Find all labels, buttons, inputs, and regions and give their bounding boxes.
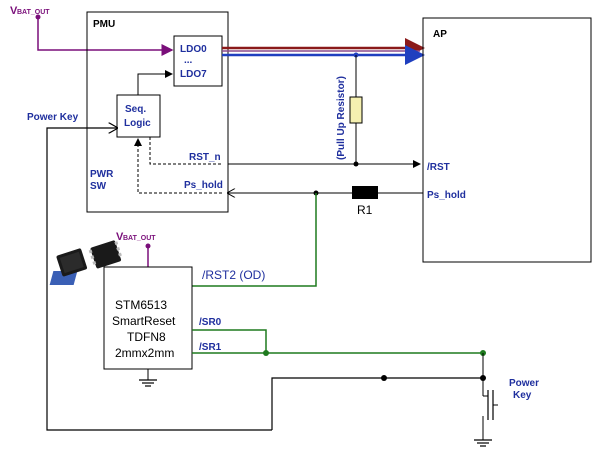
rst-ap-label: /RST	[427, 162, 450, 173]
power-key-right-label-2: Key	[513, 390, 532, 401]
seq-to-ldo-arrow	[137, 70, 173, 95]
ap-label: AP	[433, 29, 447, 40]
ap-block	[422, 17, 592, 263]
ldo-block	[173, 35, 223, 87]
ground-icon	[474, 430, 492, 447]
sr0-wire	[192, 329, 267, 353]
rst-n-label: RST_n	[189, 152, 221, 163]
vbat-wire	[35, 14, 174, 56]
ps-hold-label: Ps_hold	[184, 180, 223, 191]
vbat-top-main: V	[10, 5, 18, 17]
ldo7-label: LDO7	[180, 69, 207, 80]
chip-line4: 2mmx2mm	[115, 346, 174, 360]
chip-line2: SmartReset	[112, 314, 176, 328]
r1-resistor	[352, 186, 378, 199]
sr-junction-dot	[263, 350, 269, 356]
power-key-loop-wire	[46, 128, 272, 431]
vbat-mid-main: V	[116, 231, 124, 243]
power-key-left-label: Power Key	[27, 112, 79, 123]
chip-line3: TDFN8	[127, 330, 166, 344]
ground-icon	[139, 369, 157, 387]
sr0-label: /SR0	[199, 317, 222, 328]
power-key-right-label-1: Power	[509, 378, 539, 389]
st-logo-icon: ST	[49, 271, 148, 285]
seq-logic-block	[116, 94, 161, 138]
svg-text:ST: ST	[133, 273, 148, 285]
pull-up-label: (Pull Up Resistor)	[336, 76, 347, 160]
sr1-label: /SR1	[199, 342, 222, 353]
pmu-block	[86, 11, 229, 213]
power-key-return-wire	[271, 377, 483, 430]
power-key-junction-dot	[381, 375, 387, 381]
pmu-label: PMU	[93, 19, 115, 30]
sw-label: SW	[90, 181, 107, 192]
chip-line1: STM6513	[115, 298, 167, 312]
rst2-label: /RST2 (OD)	[202, 268, 265, 282]
vbat-mid-sub: BAT_OUT	[123, 235, 156, 242]
pwr-label: PWR	[90, 169, 114, 180]
vbat-mid-label: V BAT_OUT	[116, 231, 156, 243]
rst-n-internal-wire	[149, 137, 222, 165]
ldo-dots-label: ...	[184, 55, 193, 66]
push-button-icon	[482, 378, 498, 430]
seq-label-line1: Seq.	[125, 104, 146, 115]
ps-hold-internal-wire	[134, 138, 222, 194]
r1-label: R1	[357, 203, 373, 217]
vbat-top-sub: BAT_OUT	[17, 9, 50, 16]
vbat-top-label: V BAT_OUT	[10, 5, 50, 17]
pull-up-resistor	[349, 52, 363, 167]
seq-label-line2: Logic	[124, 118, 151, 129]
chip-package-icon	[56, 240, 122, 277]
rst2-wire	[192, 193, 317, 287]
ldo0-label: LDO0	[180, 44, 207, 55]
ps-hold-ap-label: Ps_hold	[427, 190, 466, 201]
